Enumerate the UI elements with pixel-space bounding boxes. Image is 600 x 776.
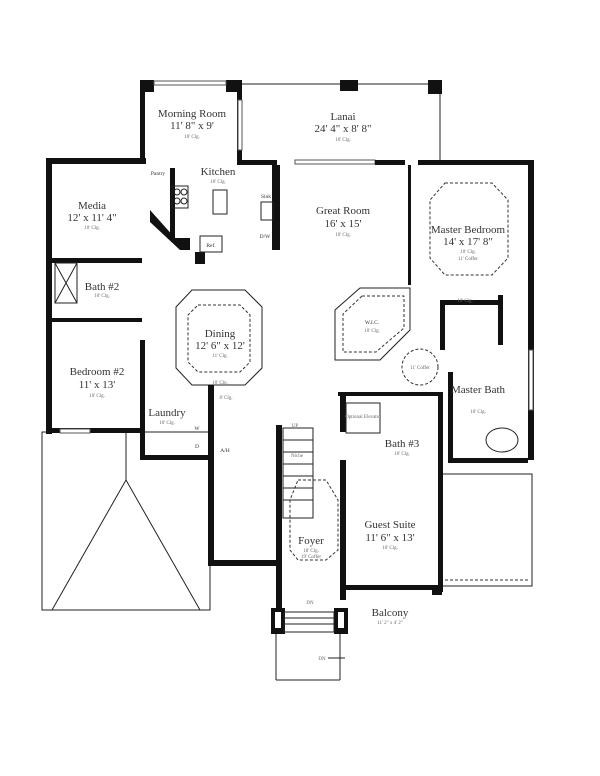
room-foyer: Foyer 18' Clg. 19' Coffer (298, 535, 324, 560)
washer-label: W (194, 426, 200, 432)
room-name: Bath #2 (85, 281, 120, 293)
room-name: Master Bedroom (431, 224, 506, 236)
room-media: Media 12' x 11' 4" 10' Clg. (67, 200, 116, 231)
room-ceiling: 10' Clg. (364, 329, 380, 334)
room-name: Laundry (148, 407, 186, 419)
room-name: Master Bath (451, 384, 506, 396)
sink-icon (260, 201, 274, 221)
room-bath-2: Bath #2 10' Clg. (85, 281, 120, 299)
room-great-room: Great Room 16' x 15' 10' Clg. (316, 205, 371, 238)
room-dims: 12' 6" x 12' (195, 340, 245, 352)
sink-label: Sink (261, 194, 271, 200)
stairs-up-label: UP (292, 424, 299, 429)
room-name: Media (78, 200, 106, 212)
staircase (275, 427, 341, 681)
room-ceiling: 11' Clg. (212, 354, 227, 359)
kitchen-island (212, 189, 228, 215)
room-dims: 14' x 17' 8" (443, 236, 493, 248)
room-name: Foyer (298, 535, 324, 547)
room-name: Guest Suite (364, 519, 415, 531)
room-ceiling: 10' Clg. (84, 226, 100, 231)
room-name: Dining (205, 328, 236, 340)
roof-outline-right (438, 473, 533, 587)
room-dims: 24' 4" x 8' 8" (315, 123, 372, 135)
room-name: Balcony (372, 607, 409, 619)
room-dims: 11' 8" x 9' (170, 120, 214, 132)
room-ceiling: 10' Clg. (89, 394, 105, 399)
room-guest-suite: Guest Suite 11' 6" x 13' 10' Clg. (364, 519, 415, 551)
room-laundry: Laundry 10' Clg. (148, 407, 186, 426)
lanai-outline (240, 80, 442, 160)
shower-icon (54, 262, 78, 304)
tub-icon (485, 427, 519, 453)
room-name: Bedroom #2 (70, 366, 125, 378)
cooktop-icon (171, 185, 189, 209)
room-dims: 12' x 11' 4" (67, 212, 116, 224)
room-dining: Dining 12' 6" x 12' 11' Clg. 10' Clg. 8'… (195, 328, 245, 401)
room-master-bath: Master Bath 10' Clg. (451, 384, 506, 415)
room-ceiling: 10' Clg. (470, 410, 486, 415)
room-ceiling: 10' Clg. (210, 180, 226, 185)
room-lanai: Lanai 24' 4" x 8' 8" 10' Clg. (315, 111, 372, 143)
room-name: Lanai (330, 111, 355, 123)
room-dims: 11' x 13' (79, 379, 116, 391)
room-bedroom-2: Bedroom #2 11' x 13' 10' Clg. (70, 366, 125, 399)
room-dims: 11' 2" x 4' 2" (377, 621, 403, 626)
elevator-shaft (345, 402, 381, 434)
room-ceiling: 10' Clg. (94, 294, 110, 299)
room-dims: 11' 6" x 13' (365, 532, 414, 544)
room-coffer: 11' Coffer (458, 257, 478, 262)
room-name: Kitchen (201, 166, 236, 178)
room-name: W.I.C. (365, 320, 380, 326)
room-kitchen: Kitchen 10' Clg. (201, 166, 236, 185)
room-name: Great Room (316, 205, 371, 217)
elevator-label: Optional Elevator (345, 415, 381, 420)
room-ceiling-2: 10' Clg. (457, 299, 473, 304)
room-ceiling: 10' Clg. (335, 233, 351, 238)
room-morning-room: Morning Room 11' 8" x 9' 10' Clg. (158, 108, 227, 140)
room-ceiling: 10' Clg. (159, 421, 175, 426)
entry-down-label: DN (318, 657, 326, 662)
refrigerator-label: Ref. (206, 242, 216, 249)
hall-coffer-label: 11' Coffer (410, 366, 430, 371)
niche-label: Niche (291, 454, 304, 459)
room-master-bedroom: Master Bedroom 14' x 17' 8" 10' Clg. 11'… (431, 224, 506, 304)
room-name: Morning Room (158, 108, 227, 120)
stairs-down-label: DN (306, 601, 314, 606)
room-coffer: 19' Coffer (301, 555, 321, 560)
dishwasher-label: D/W (260, 234, 272, 240)
room-ceiling: 10' Clg. (184, 135, 200, 140)
room-name: Bath #3 (385, 438, 420, 450)
pantry-label: Pantry (151, 171, 166, 177)
room-ceiling-2: 10' Clg. (212, 381, 228, 386)
room-bath-3: Bath #3 10' Clg. (385, 438, 420, 457)
room-ceiling: 10' Clg. (460, 250, 476, 255)
room-balcony: Balcony 11' 2" x 4' 2" (372, 607, 409, 626)
room-ceiling: 18' Clg. (303, 549, 319, 554)
air-handler-label: A/H (220, 448, 230, 454)
entry-down-arrow: DN (318, 657, 345, 662)
master-coffer (429, 182, 509, 276)
room-ceiling: 10' Clg. (382, 546, 398, 551)
hall-coffer (401, 348, 439, 386)
room-ceiling: 10' Clg. (335, 138, 351, 143)
room-wic: W.I.C. 10' Clg. (364, 320, 380, 334)
foyer-coffer (289, 479, 339, 561)
walls (46, 80, 534, 634)
room-ceiling: 10' Clg. (394, 452, 410, 457)
room-ceiling-3: 8' Clg. (219, 396, 232, 401)
room-dims: 16' x 15' (325, 218, 362, 230)
refrigerator-icon (199, 235, 223, 253)
dryer-label: D (195, 444, 199, 450)
